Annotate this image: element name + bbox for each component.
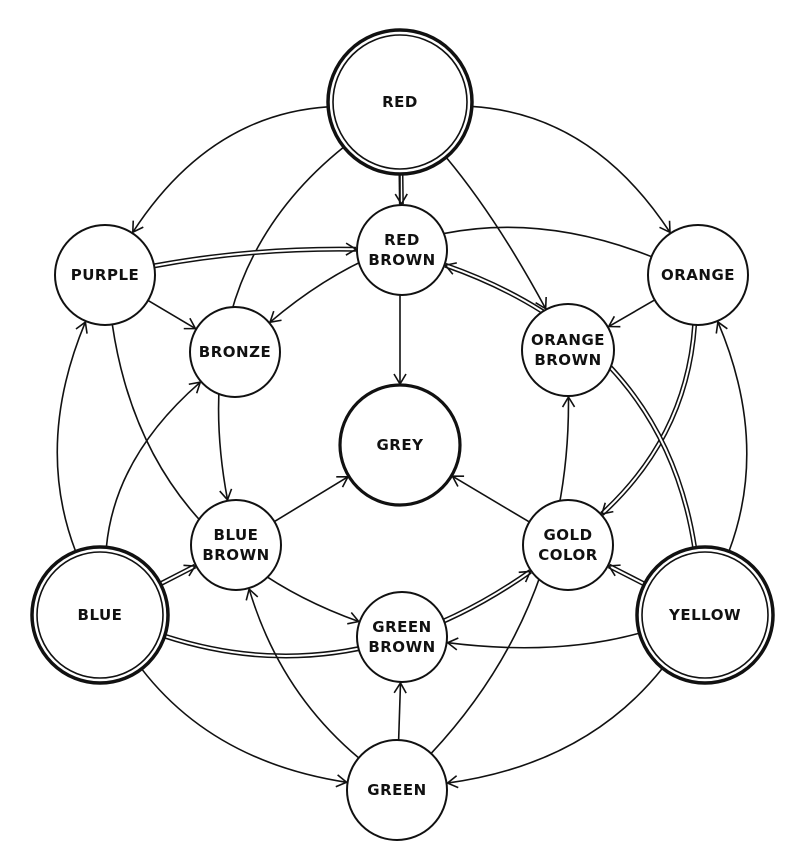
node-goldcolor: GOLD COLOR [522,499,614,591]
node-label: PURPLE [71,266,140,284]
node-bronze: BRONZE [189,306,281,398]
node-label: BRONZE [199,343,271,361]
edge-line [131,106,329,234]
edge-goldcolor-to-grey [451,475,530,523]
node-circle [190,499,282,591]
edge-line [445,667,664,789]
edge-line [245,587,360,759]
edge-red-to-purple [131,106,329,234]
edge-blue-to-green [140,668,349,788]
node-label: BROWN [368,638,435,656]
edge-line [111,324,361,625]
node-label: ORANGE [661,266,735,284]
node-circle [647,224,749,326]
edge-blue-to-bronze [105,381,202,548]
edge-yellow-to-greenbrown [446,632,640,651]
edge-red-to-orangebrown [445,156,547,311]
edge-yellow-to-orange [715,320,748,552]
node-blue: BLUE [30,545,170,685]
edge-line [715,320,748,552]
node-label: ORANGE [531,331,605,349]
node-label: GREEN [372,618,431,636]
edge-purple-to-greenbrown [111,324,361,625]
node-circle [189,306,281,398]
node-circle [356,591,448,683]
edge-line [140,668,349,788]
edge-green-to-greenbrown [393,681,407,741]
edge-line-inner [160,565,196,585]
node-label: RED [384,231,420,249]
node-circle-inner [332,34,468,170]
node-label: YELLOW [668,606,741,624]
node-circle [54,224,156,326]
edge-orange-to-goldcolor [600,324,698,516]
edge-orange-to-bronze [268,226,652,324]
node-orange: ORANGE [647,224,749,326]
edge-yellow-to-goldcolor [607,563,646,587]
edge-red-to-bluebrown [217,146,345,502]
node-label: COLOR [538,546,598,564]
edge-bluebrown-to-grey [274,475,350,523]
edge-line [56,320,88,552]
edge-line-inner [153,248,357,267]
edge-line [451,475,530,523]
node-red: RED [326,28,474,176]
node-label: RED [382,93,418,111]
edge-line [274,475,350,523]
node-label: GREEN [367,781,426,799]
node-circle [522,499,614,591]
edge-line [607,299,656,328]
edge-line-inner [608,565,645,585]
node-label: GOLD [543,526,592,544]
node-label: BROWN [202,546,269,564]
node-label: BLUE [78,606,123,624]
node-yellow: YELLOW [635,545,775,685]
edge-line [393,681,407,741]
edge-line [445,156,547,311]
node-circle [346,739,448,841]
node-orangebrown: ORANGE BROWN [521,303,615,397]
edge-purple-to-bronze [147,299,197,330]
node-green: GREEN [346,739,448,841]
node-redbrown: RED BROWN [356,204,448,296]
edge-line-inner [445,264,696,548]
edge-line-inner [164,570,531,657]
node-label: BROWN [534,351,601,369]
node-circle-inner [36,551,164,679]
node-circle [521,303,615,397]
edge-line [268,226,652,324]
edge-yellow-to-redbrown [443,262,698,549]
edge-line [446,632,640,651]
edge-line [217,146,345,502]
edge-line [471,105,671,234]
node-label: BROWN [368,251,435,269]
edge-green-to-orangebrown [430,395,576,755]
node-circle [356,204,448,296]
node-circle [338,383,462,507]
node-label: GREY [377,436,425,454]
edge-green-to-bluebrown [245,587,360,759]
edge-line [105,381,202,548]
edge-orange-to-orangebrown [607,299,656,328]
node-grey: GREY [338,383,462,507]
edge-blue-to-bluebrown [159,563,197,587]
edge-line [147,299,197,330]
edge-yellow-to-green [445,667,664,789]
node-greenbrown: GREEN BROWN [356,591,448,683]
node-bluebrown: BLUE BROWN [190,499,282,591]
edge-line-inner [601,324,696,515]
edge-purple-to-redbrown [153,242,358,269]
edge-blue-to-purple [56,320,88,552]
edge-line [430,395,576,755]
node-purple: PURPLE [54,224,156,326]
edge-red-to-orange [471,105,671,234]
edge-blue-to-goldcolor [163,569,532,659]
node-label: BLUE [214,526,259,544]
node-circle-inner [641,551,769,679]
